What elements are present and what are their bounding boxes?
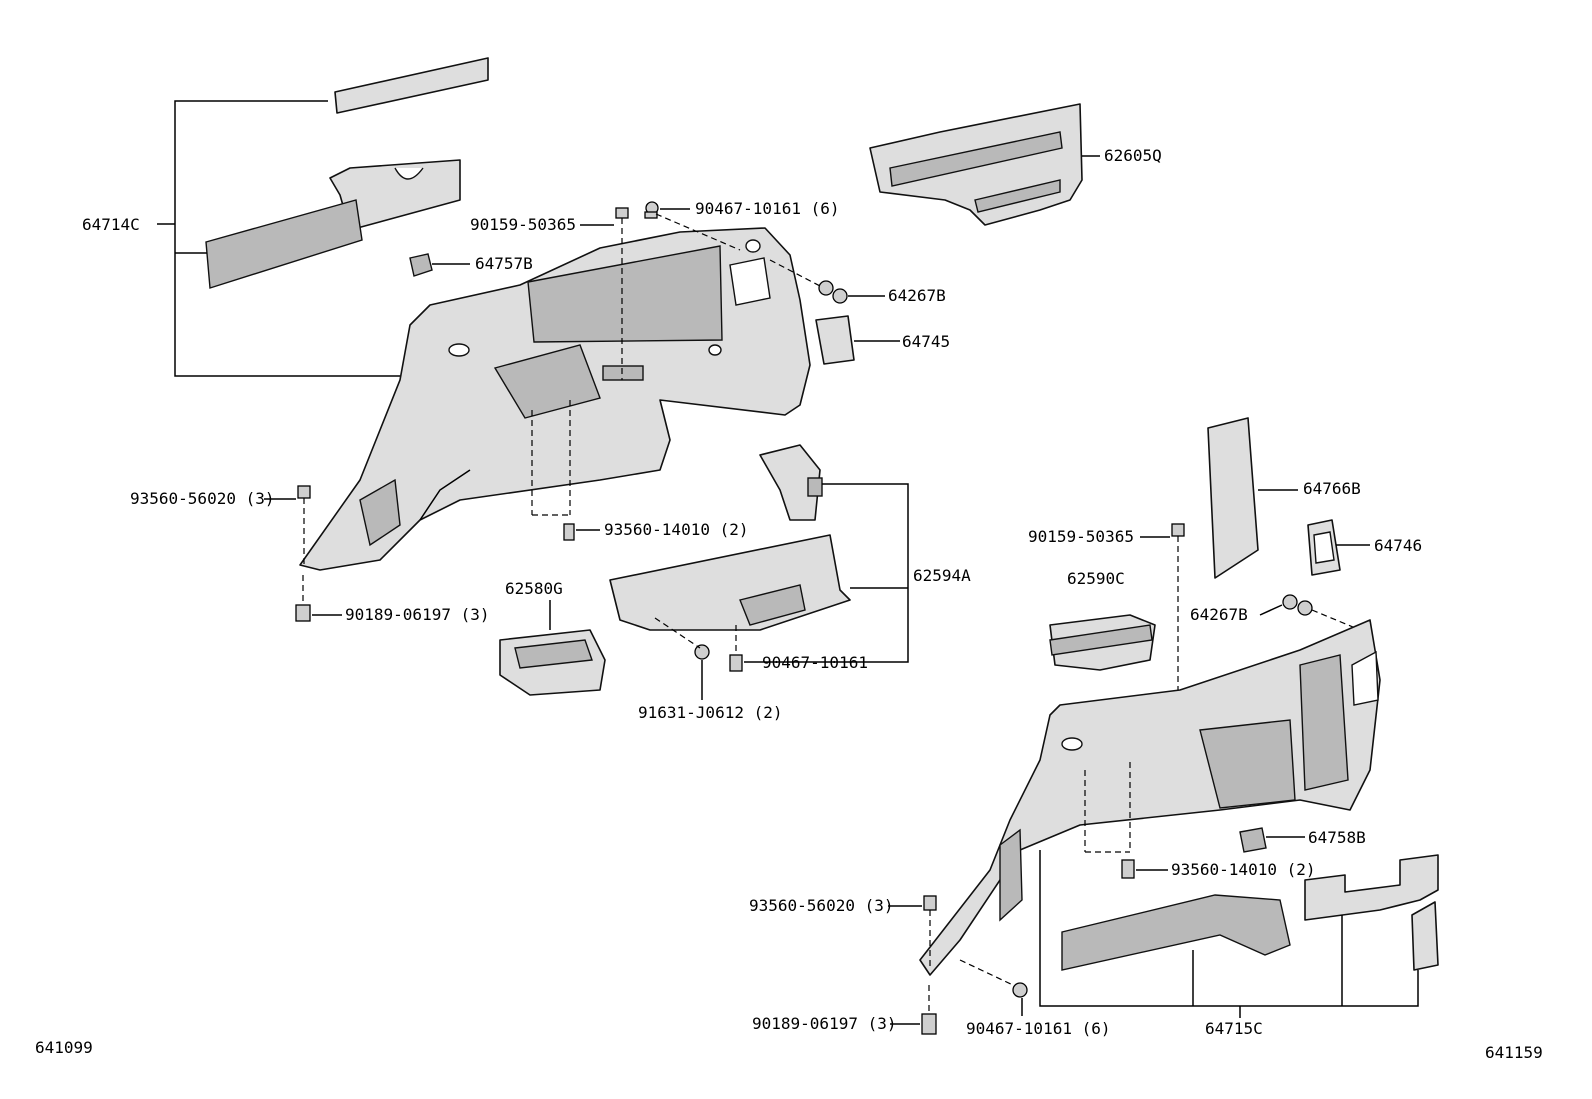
trim-hole-c	[708, 344, 722, 356]
label-64746: 64746	[1374, 536, 1422, 555]
part-62594a-group	[609, 444, 909, 700]
label-93560-56020-3-a: 93560-56020 (3)	[130, 489, 275, 508]
label-93560-56020-3-b: 93560-56020 (3)	[749, 896, 894, 915]
label-90189-06197-3-b: 90189-06197 (3)	[752, 1014, 897, 1033]
fastener-93560-14010-2-b	[1084, 762, 1168, 879]
trim-hole-d	[1061, 737, 1083, 751]
part-upper-panel	[329, 159, 461, 231]
fastener-93560-56020-3-b	[888, 895, 937, 968]
trim-hole-b	[745, 239, 761, 253]
label-91631-j0612-2: 91631-J0612 (2)	[638, 703, 783, 722]
label-90159-50365-b: 90159-50365	[1028, 527, 1134, 546]
label-90189-06197-3-a: 90189-06197 (3)	[345, 605, 490, 624]
bracket-64715c	[1039, 850, 1419, 1018]
label-64757b: 64757B	[475, 254, 533, 273]
part-64745	[815, 315, 900, 365]
label-93560-14010-2-b: 93560-14010 (2)	[1171, 860, 1316, 879]
part-right-quarter-trim	[919, 619, 1381, 976]
part-64746	[1307, 519, 1370, 576]
trim-edge	[419, 469, 471, 521]
label-90159-50365-a: 90159-50365	[470, 215, 576, 234]
label-93560-14010-2-a: 93560-14010 (2)	[604, 520, 749, 539]
part-64758b	[1239, 827, 1305, 853]
part-64757b	[409, 253, 470, 277]
fastener-90467-10161-6-a	[644, 201, 741, 251]
fastener-90189-06197-3-b	[890, 985, 937, 1035]
fastener-90467-10161-6-b	[959, 959, 1028, 1016]
trim-vent	[602, 365, 644, 381]
label-64745: 64745	[902, 332, 950, 351]
label-62580g: 62580G	[505, 579, 563, 598]
label-64267b-a: 64267B	[888, 286, 946, 305]
label-62590c: 62590C	[1067, 569, 1125, 588]
label-90467-10161-6-b: 90467-10161 (6)	[966, 1019, 1111, 1038]
fastener-64267b-a	[769, 259, 885, 304]
fastener-93560-14010-2-a	[531, 400, 600, 541]
panel-notch	[394, 167, 424, 180]
label-62605q: 62605Q	[1104, 146, 1162, 165]
reference-number-left: 641099	[35, 1038, 93, 1057]
label-90467-10161: 90467-10161	[762, 653, 868, 672]
part-64714c-group	[157, 57, 489, 377]
label-64758b: 64758B	[1308, 828, 1366, 847]
part-64766b	[1207, 417, 1298, 579]
fastener-64267b-b	[1259, 594, 1366, 633]
fastener-90189-06197-3-a	[295, 575, 342, 622]
reference-number-right: 641159	[1485, 1043, 1543, 1062]
fastener-90159-50365-a	[580, 207, 629, 380]
label-90467-10161-6-a: 90467-10161 (6)	[695, 199, 840, 218]
bracket-64714c	[157, 100, 400, 377]
label-64714c: 64714C	[82, 215, 140, 234]
part-62580g	[499, 600, 606, 696]
part-62590c	[1049, 614, 1156, 671]
trim-hole-a	[448, 343, 470, 357]
label-64766b: 64766B	[1303, 479, 1361, 498]
part-lower-strip	[205, 199, 363, 289]
part-64715c-group	[1039, 850, 1439, 1018]
fastener-93560-56020-3-a	[264, 485, 311, 565]
label-64715c: 64715C	[1205, 1019, 1263, 1038]
part-62605q	[869, 103, 1100, 226]
part-top-garnish-strip	[334, 57, 489, 114]
bracket-62594a	[744, 483, 909, 663]
label-62594a: 62594A	[913, 566, 971, 585]
part-left-quarter-trim	[299, 227, 811, 571]
label-64267b-b: 64267B	[1190, 605, 1248, 624]
